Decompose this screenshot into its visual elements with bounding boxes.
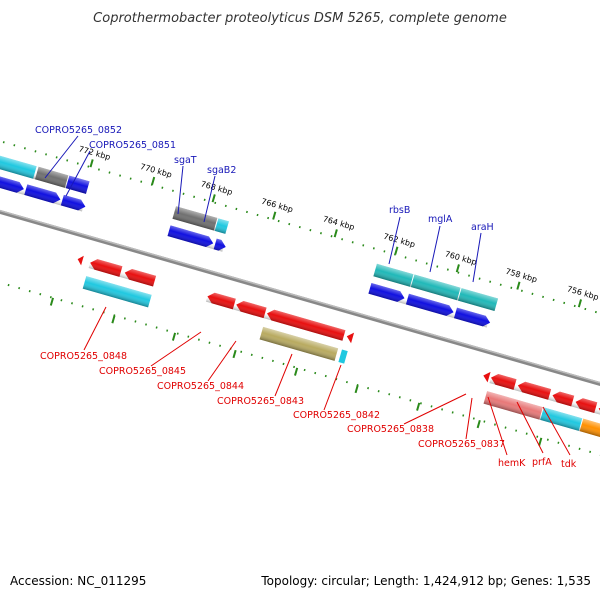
gene-arrow[interactable]	[345, 331, 355, 344]
forward-gene-labels: COPRO5265_0852 COPRO5265_0851 sgaT sgaB2…	[35, 125, 494, 233]
gene-label[interactable]: COPRO5265_0842	[293, 410, 380, 421]
scale-label: 760 kbp	[444, 249, 478, 267]
reverse-arrows-shading	[88, 257, 600, 421]
gene-label[interactable]: COPRO5265_0844	[157, 381, 244, 392]
map-title: Coprothermobacter proteolyticus DSM 5265…	[93, 11, 507, 26]
gene-label[interactable]: hemK	[498, 458, 526, 469]
gene-label[interactable]: COPRO5265_0851	[89, 140, 176, 151]
gene-label[interactable]: sgaT	[174, 155, 197, 166]
forward-tick-marks	[89, 159, 583, 308]
gene-arrow[interactable]	[76, 254, 84, 266]
scale-label: 758 kbp	[504, 267, 538, 285]
accession-text: Accession: NC_011295	[10, 574, 146, 588]
backbone-highlight	[0, 202, 600, 392]
scale-label: 768 kbp	[200, 179, 234, 197]
gene-label[interactable]: COPRO5265_0848	[40, 351, 127, 362]
scale-label: 766 kbp	[260, 197, 294, 215]
gene-label[interactable]: sgaB2	[207, 165, 236, 176]
gene-bar[interactable]	[338, 349, 348, 364]
forward-cog-bars-shading	[0, 155, 499, 312]
scale-label: 770 kbp	[139, 162, 173, 180]
scale-label: 764 kbp	[322, 214, 356, 232]
gene-label[interactable]: COPRO5265_0838	[347, 424, 434, 435]
scale-label: 756 kbp	[566, 284, 600, 302]
gene-label[interactable]: COPRO5265_0845	[99, 366, 186, 377]
gene-arrow[interactable]	[482, 370, 491, 383]
gene-label[interactable]: COPRO5265_0843	[217, 396, 304, 407]
reverse-leader-lines	[83, 306, 571, 456]
backbone-line	[0, 202, 600, 394]
reverse-cog-bars-shading	[82, 276, 600, 441]
scale-label: 762 kbp	[382, 232, 416, 250]
gene-label[interactable]: rbsB	[389, 205, 410, 216]
gene-label[interactable]: araH	[471, 222, 494, 233]
gene-label[interactable]: COPRO5265_0852	[35, 125, 122, 136]
gene-label[interactable]: prfA	[532, 457, 552, 468]
forward-arrows-shading	[0, 174, 490, 328]
gene-label[interactable]: tdk	[561, 459, 577, 470]
gene-label[interactable]: COPRO5265_0837	[418, 439, 505, 450]
reverse-gene-labels: COPRO5265_0848 COPRO5265_0845 COPRO5265_…	[40, 351, 577, 470]
gene-label[interactable]: mglA	[428, 214, 453, 225]
forward-leader-lines	[44, 135, 482, 283]
reverse-tick-marks	[49, 297, 543, 446]
genome-summary-text: Topology: circular; Length: 1,424,912 bp…	[260, 574, 591, 588]
